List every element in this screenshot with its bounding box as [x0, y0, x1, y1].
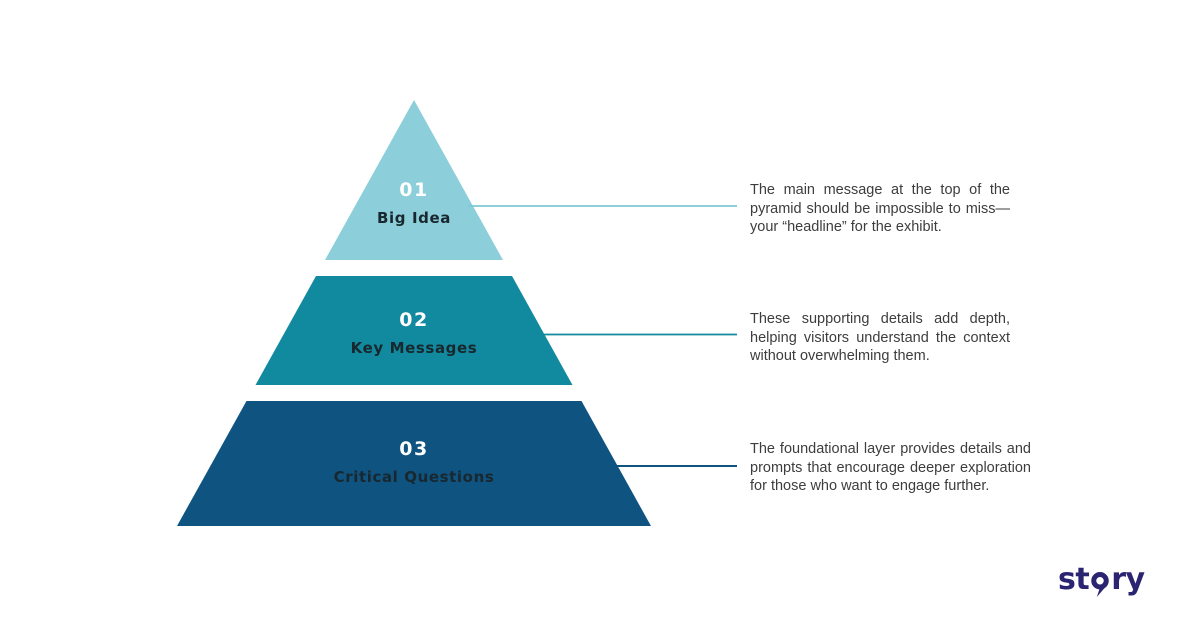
tier-2-description: These supporting details add depth, help… [750, 311, 1010, 364]
tier-3-description: The foundational layer provides details … [750, 441, 1031, 494]
pyramid-tier-3-shape [177, 401, 651, 526]
logo-text-end: ry [1111, 562, 1145, 597]
pyramid-tier-1-shape [325, 100, 503, 260]
pyramid-tier-2-shape [255, 276, 573, 385]
logo-text-start: st [1058, 562, 1090, 597]
story-o-icon [1091, 571, 1109, 597]
story-logo: st ry [1058, 562, 1145, 598]
tier-1-description: The main message at the top of the pyram… [750, 182, 1010, 235]
